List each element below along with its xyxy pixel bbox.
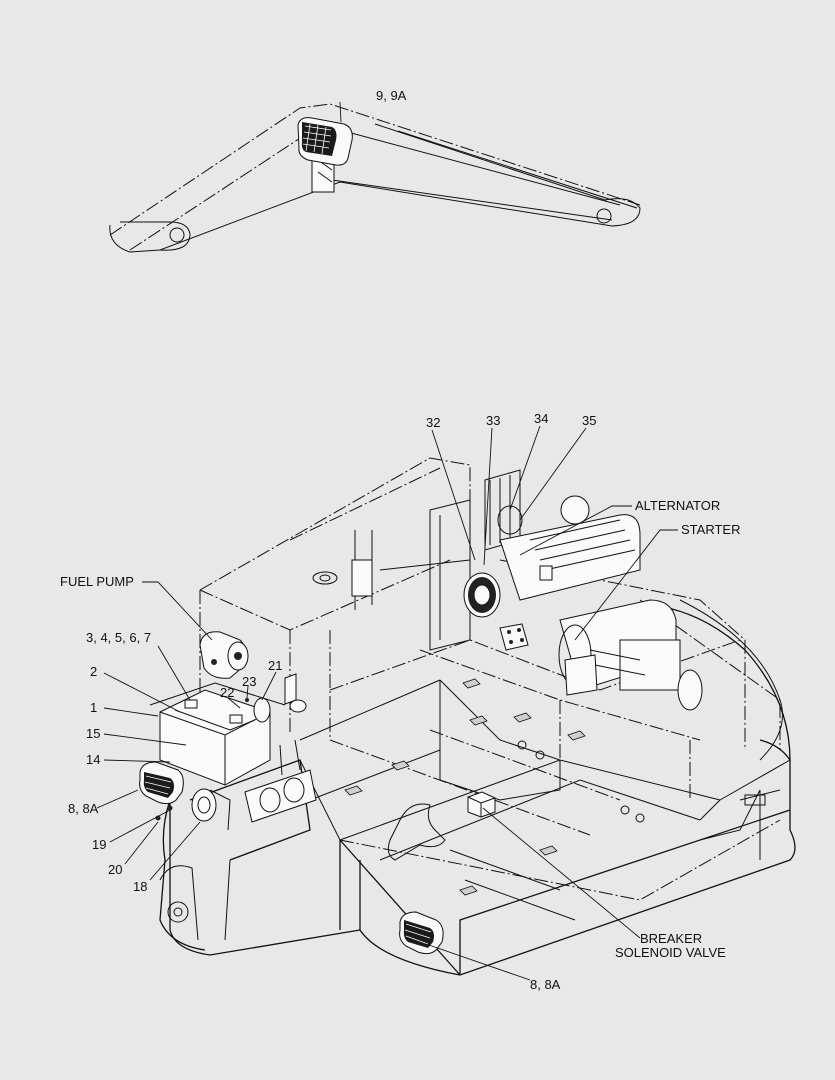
relay-components-icon: [245, 673, 307, 723]
callout-15: 15: [86, 726, 100, 741]
callout-8-8a-left: 8, 8A: [68, 801, 99, 816]
callout-3-7: 3, 4, 5, 6, 7: [86, 630, 151, 645]
callout-1: 1: [90, 700, 97, 715]
callout-boom-light: 9, 9A: [376, 88, 407, 103]
front-work-light-icon: [399, 911, 444, 955]
callout-23: 23: [242, 674, 256, 689]
callout-2: 2: [90, 664, 97, 679]
valve-cluster-icon: [244, 739, 317, 823]
fuel-pump-icon: [199, 631, 249, 679]
callout-33: 33: [486, 413, 500, 428]
callout-20: 20: [108, 862, 122, 877]
leader-lines: [96, 101, 678, 981]
callout-14: 14: [86, 752, 100, 767]
callout-solenoid-valve: SOLENOID VALVE: [615, 945, 726, 960]
callouts: 9, 9A 32 33 34 35 ALTERNATOR STARTER FUE…: [60, 88, 740, 992]
callout-alternator: ALTERNATOR: [635, 498, 720, 513]
callout-breaker: BREAKER: [640, 931, 702, 946]
mirror-bracket-icon: [155, 788, 231, 831]
pulley-icon: [463, 572, 529, 651]
callout-21: 21: [268, 658, 282, 673]
callout-8-8a-front: 8, 8A: [530, 977, 561, 992]
callout-19: 19: [92, 837, 106, 852]
callout-18: 18: [133, 879, 147, 894]
callout-fuel-pump: FUEL PUMP: [60, 574, 134, 589]
breaker-solenoid-valve-icon: [467, 791, 496, 818]
callout-35: 35: [582, 413, 596, 428]
callout-32: 32: [426, 415, 440, 430]
callout-starter: STARTER: [681, 522, 740, 537]
boom-assembly: [109, 103, 641, 253]
callout-34: 34: [534, 411, 548, 426]
starter-icon: [558, 599, 703, 711]
callout-22: 22: [220, 685, 234, 700]
upper-structure-frame: [139, 457, 796, 976]
left-work-light-icon: [139, 761, 184, 805]
boom-work-light-icon: [297, 117, 353, 193]
alternator-icon: [497, 495, 641, 601]
